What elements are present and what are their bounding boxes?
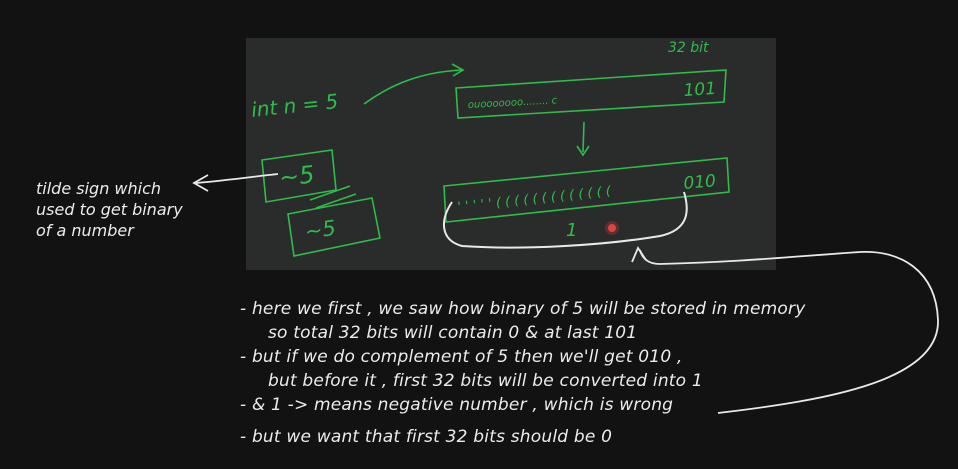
bits-label: 32 bit [668, 40, 709, 56]
note-line: so total 32 bits will contain 0 & at las… [268, 323, 638, 343]
note-line: - but we want that first 32 bits should … [240, 427, 613, 447]
embedded-screenshot [246, 38, 776, 270]
bottom-box-ones: ' ' ' ' ' ( ( ( ( ( ( ( ( ( ( ( ( ( [457, 184, 613, 215]
arrowhead-icon [451, 63, 465, 77]
top-box-zeros: ouooooooo........ c [468, 95, 558, 111]
arrow-up-head-icon [631, 246, 647, 263]
explanation-notes: - here we first , we saw how binary of 5… [240, 297, 930, 449]
complement-bottom: ~5 [303, 216, 337, 244]
note-line: - but if we do complement of 5 then we'l… [240, 347, 683, 367]
arrow-to-complement [195, 173, 279, 184]
arrow-left-head-icon [192, 174, 209, 192]
tilde-annotation: tilde sign which used to get binary of a… [36, 178, 236, 241]
note-line: - & 1 -> means negative number , which i… [240, 395, 674, 415]
cursor-pointer-dot [608, 224, 616, 232]
brace-digit: 1 [566, 220, 577, 241]
cursor-pointer-glow [605, 221, 619, 235]
complement-box-bottom [287, 197, 381, 257]
note-line: but before it , first 32 bits will be co… [268, 371, 703, 391]
tilde-annotation-line: used to get binary [36, 200, 183, 219]
memory-box-bottom [443, 157, 730, 223]
bottom-box-bits: 010 [683, 171, 717, 194]
complement-top: ~5 [278, 160, 316, 192]
int-declaration: int n = 5 [250, 89, 339, 122]
note-line: - here we first , we saw how binary of 5… [240, 299, 806, 319]
brace-underline [442, 191, 688, 249]
tilde-annotation-line: of a number [36, 221, 134, 240]
arrow-down-head-icon [576, 145, 590, 157]
memory-box-top [455, 69, 727, 119]
complement-box-top [261, 149, 337, 203]
arrow-to-memory [363, 69, 463, 105]
arrow-to-brace [639, 249, 939, 414]
top-box-bits: 101 [683, 79, 717, 101]
tilde-annotation-line: tilde sign which [36, 179, 162, 198]
double-stroke [309, 185, 357, 209]
arrow-down [582, 121, 585, 153]
